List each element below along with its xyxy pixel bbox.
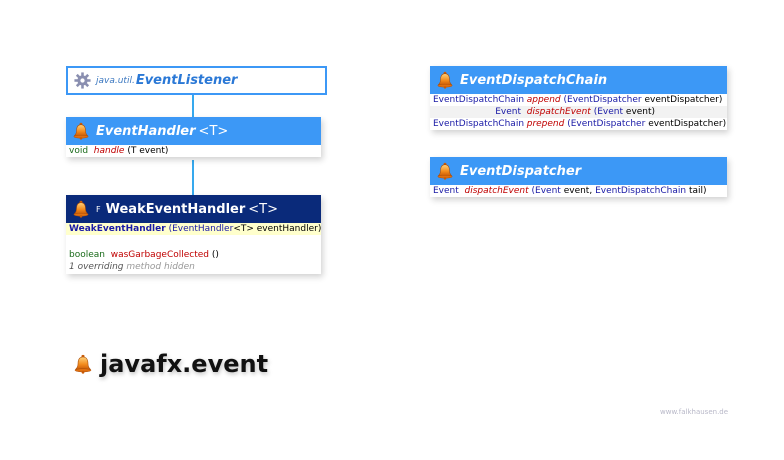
param-rest: tail): [688, 186, 707, 196]
class-name: EventDispatcher: [460, 163, 582, 179]
param-open: (: [593, 107, 598, 117]
param-type: Event: [597, 107, 624, 117]
return-type: Event: [495, 107, 521, 117]
class-header: EventDispatchChain: [430, 66, 727, 94]
gear-icon: [74, 72, 91, 89]
bell-icon: [72, 122, 90, 140]
return-type: Event: [433, 186, 459, 196]
class-name: WeakEventHandler: [105, 201, 246, 217]
method-params: (): [211, 250, 219, 260]
param-rest: event): [625, 107, 656, 117]
package-prefix: java.util.: [96, 75, 135, 86]
return-type: void: [69, 146, 89, 156]
constructor-row[interactable]: WeakEventHandler (EventHandler<T> eventH…: [66, 223, 321, 235]
param-name: event,: [563, 186, 593, 196]
param-rest: eventDispatcher): [648, 119, 727, 129]
return-type: EventDispatchChain: [433, 119, 525, 129]
param-open: (: [168, 224, 173, 234]
method-row[interactable]: EventDispatchChain prepend (EventDispatc…: [430, 118, 727, 130]
class-box-weakeventhandler[interactable]: F WeakEventHandler <T> WeakEventHandler …: [66, 195, 321, 274]
method-name: dispatchEvent: [526, 107, 591, 117]
inheritance-connector: [192, 160, 194, 195]
class-header: EventDispatcher: [430, 157, 727, 185]
spacer: [66, 235, 321, 249]
package-name: javafx.event: [100, 350, 269, 378]
class-name: EventDispatchChain: [460, 72, 608, 88]
bell-icon: [73, 354, 93, 374]
method-row[interactable]: boolean wasGarbageCollected (): [66, 249, 321, 261]
hidden-text: method hidden: [126, 262, 195, 272]
param-rest: eventDispatcher): [644, 95, 723, 105]
class-name: EventHandler: [96, 123, 196, 139]
class-box-eventhandler[interactable]: EventHandler <T> void handle (T event): [66, 117, 321, 157]
return-type: boolean: [69, 250, 105, 260]
method-row[interactable]: Event dispatchEvent (Event event): [430, 106, 727, 118]
method-name: wasGarbageCollected: [110, 250, 210, 260]
param-type: EventHandler: [172, 224, 234, 234]
hidden-methods-note: 1 overriding method hidden: [66, 261, 321, 274]
final-modifier: F: [96, 204, 101, 214]
method-params: (T event): [127, 146, 169, 156]
param-open: (: [563, 95, 568, 105]
class-header: EventHandler <T>: [66, 117, 321, 145]
param-open: (: [531, 186, 536, 196]
hidden-count: 1 overriding: [69, 262, 124, 272]
package-title: javafx.event: [73, 350, 268, 378]
external-interface-eventlistener[interactable]: java.util. EventListener: [66, 66, 327, 95]
bell-icon: [436, 71, 454, 89]
method-name: prepend: [526, 119, 565, 129]
class-box-eventdispatcher[interactable]: EventDispatcher Event dispatchEvent (Eve…: [430, 157, 727, 197]
return-type: EventDispatchChain: [433, 95, 525, 105]
credit-link[interactable]: www.falkhausen.de: [660, 408, 729, 416]
param-type: EventDispatchChain: [595, 186, 687, 196]
method-row[interactable]: EventDispatchChain append (EventDispatch…: [430, 94, 727, 106]
bell-icon: [72, 200, 90, 218]
bell-icon: [436, 162, 454, 180]
interface-name: EventListener: [135, 73, 238, 88]
generic-param: <T>: [198, 123, 229, 139]
method-row[interactable]: void handle (T event): [66, 145, 321, 157]
constructor-name: WeakEventHandler: [69, 224, 166, 234]
generic-param: <T>: [248, 201, 278, 217]
method-row[interactable]: Event dispatchEvent (Event event, EventD…: [430, 185, 727, 197]
param-rest: <T> eventHandler): [233, 224, 322, 234]
param-open: (: [567, 119, 571, 129]
method-name: append: [526, 95, 561, 105]
method-name: handle: [93, 146, 125, 156]
param-type: Event: [535, 186, 561, 196]
inheritance-connector: [192, 93, 194, 117]
method-name: dispatchEvent: [464, 186, 529, 196]
class-box-eventdispatchchain[interactable]: EventDispatchChain EventDispatchChain ap…: [430, 66, 727, 130]
param-type: EventDispatcher: [567, 95, 642, 105]
param-type: EventDispatcher: [570, 119, 646, 129]
class-header: F WeakEventHandler <T>: [66, 195, 321, 223]
